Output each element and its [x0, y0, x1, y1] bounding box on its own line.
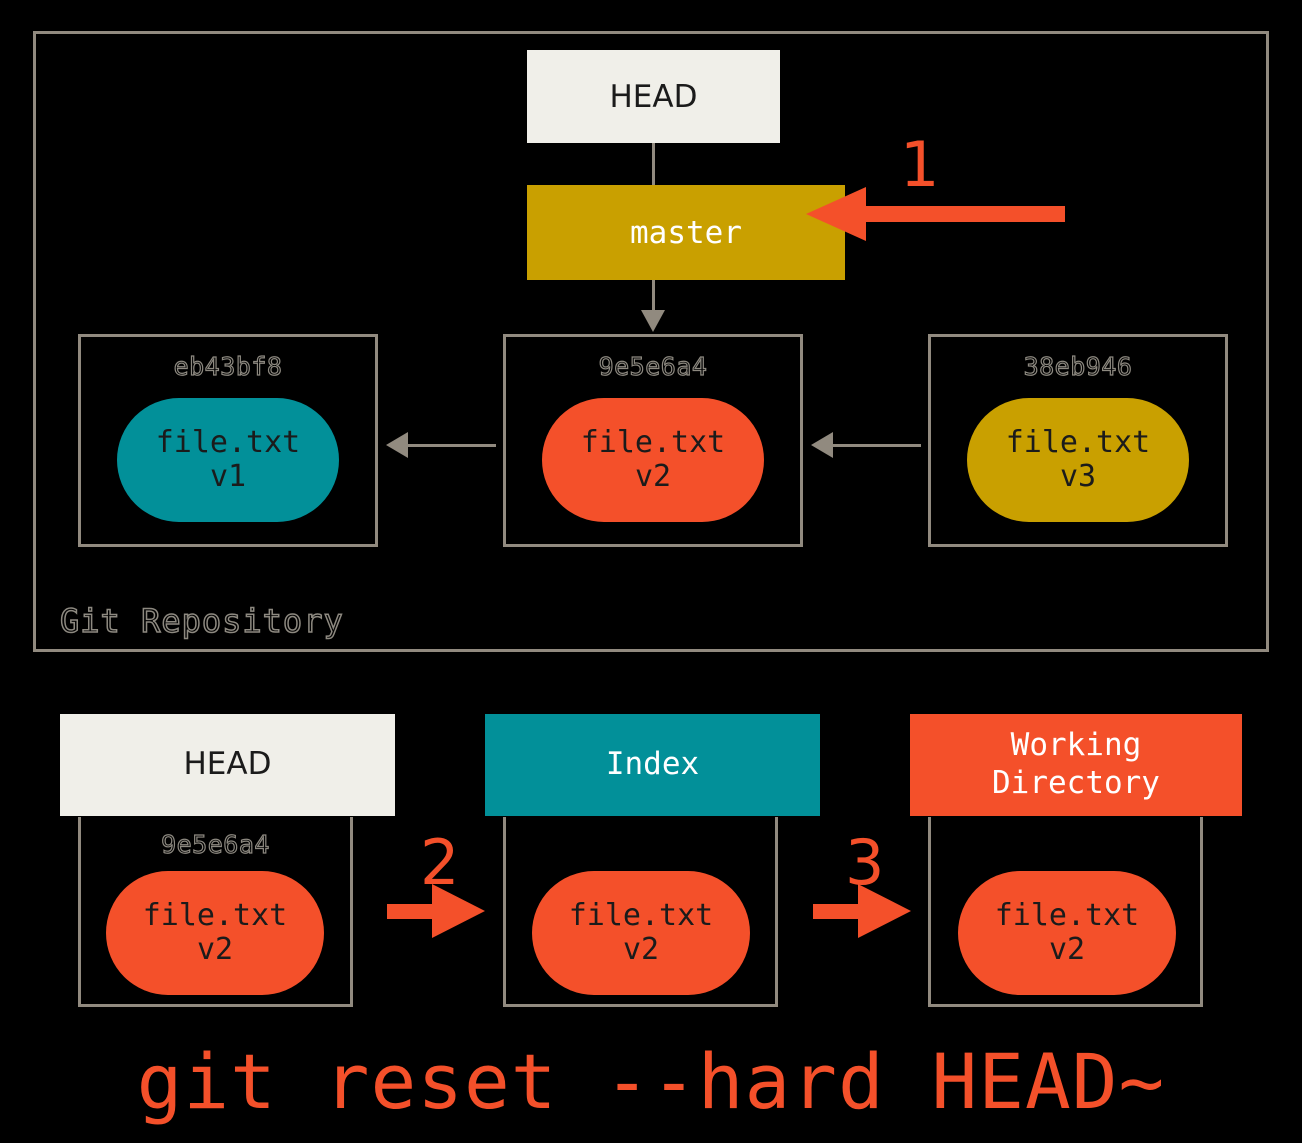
step-1-arrow-shaft [865, 206, 1065, 222]
index-tree-blob: file.txt v2 [532, 871, 750, 995]
commit-blob: file.txt v2 [542, 398, 764, 522]
commit-blob: file.txt v1 [117, 398, 339, 522]
blob-filename: file.txt [568, 898, 714, 934]
git-command-caption: git reset --hard HEAD~ [136, 1037, 1166, 1126]
step-3-label: 3 [845, 826, 885, 899]
step-2-arrowhead-icon [432, 884, 485, 938]
master-branch-box: master [527, 185, 845, 280]
commit-hash: eb43bf8 [173, 351, 283, 381]
head-tree-frame [78, 817, 353, 1007]
commit-node-38eb946: 38eb946 file.txt v3 [928, 334, 1228, 547]
working-directory-blob: file.txt v2 [958, 871, 1176, 995]
head-tree-hash: 9e5e6a4 [160, 829, 270, 859]
parent-link-arrowhead-icon [811, 432, 833, 458]
arrowhead-down-icon [641, 310, 665, 332]
blob-version: v2 [196, 932, 234, 967]
blob-version: v1 [209, 459, 247, 494]
git-repository-frame [33, 31, 1269, 652]
head-tree-header: HEAD [60, 714, 395, 816]
head-pointer-box: HEAD [527, 50, 780, 143]
blob-filename: file.txt [580, 425, 726, 461]
step-3-arrowhead-icon [858, 884, 911, 938]
commit-node-9e5e6a4: 9e5e6a4 file.txt v2 [503, 334, 803, 547]
parent-link-line [833, 444, 921, 447]
blob-filename: file.txt [142, 898, 288, 934]
blob-filename: file.txt [994, 898, 1140, 934]
connector-master-to-commit [652, 280, 655, 316]
commit-hash: 38eb946 [1023, 351, 1133, 381]
index-tree-frame [503, 817, 778, 1007]
commit-hash: 9e5e6a4 [598, 351, 708, 381]
working-directory-title-line1: Working [1010, 727, 1142, 764]
working-directory-title-line2: Directory [992, 765, 1160, 801]
blob-version: v2 [622, 932, 660, 967]
commit-blob: file.txt v3 [967, 398, 1189, 522]
git-repository-label: Git Repository [59, 601, 344, 641]
working-directory-frame [928, 817, 1203, 1007]
head-tree-blob: file.txt v2 [106, 871, 324, 995]
commit-node-eb43bf8: eb43bf8 file.txt v1 [78, 334, 378, 547]
blob-version: v2 [1048, 932, 1086, 967]
step-1-label: 1 [900, 128, 940, 201]
connector-head-to-master [652, 143, 655, 185]
parent-link-arrowhead-icon [386, 432, 408, 458]
step-2-label: 2 [420, 826, 460, 899]
working-directory-header: Working Directory [910, 714, 1242, 816]
parent-link-line [408, 444, 496, 447]
blob-version: v2 [634, 459, 672, 494]
index-tree-header: Index [485, 714, 820, 816]
blob-filename: file.txt [1005, 425, 1151, 461]
step-1-arrowhead-icon [806, 187, 866, 241]
blob-filename: file.txt [155, 425, 301, 461]
blob-version: v3 [1059, 459, 1097, 494]
